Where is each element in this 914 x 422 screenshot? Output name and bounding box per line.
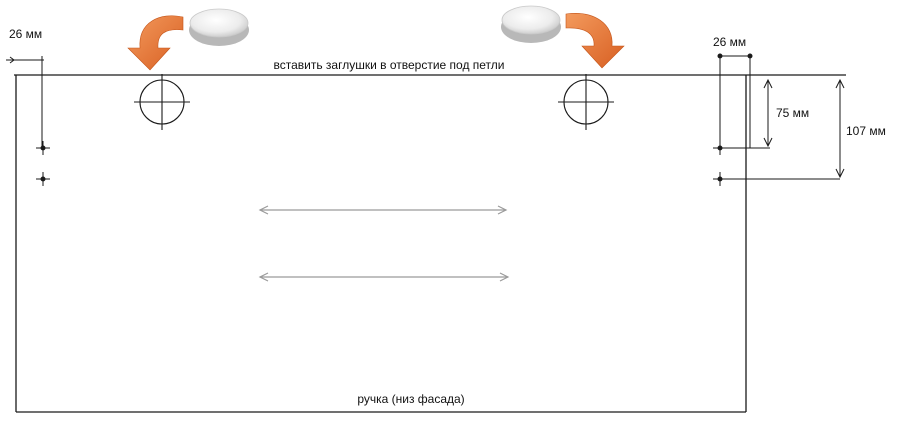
facade-outline [14, 74, 846, 413]
dimension-107mm-arrow-bottom [835, 168, 845, 179]
guide-arrow-upper [258, 205, 508, 215]
dimension-107mm [835, 78, 845, 179]
right-offset-dimension [717, 53, 770, 149]
cap-left-top [189, 8, 249, 38]
right-drill-marks [713, 141, 840, 186]
left-drill-mark-upper [36, 141, 50, 155]
hinge-hole-left [134, 74, 190, 130]
cap-left [189, 8, 249, 46]
dimension-75mm-arrow-bottom [763, 137, 773, 148]
dimension-107mm-arrow-top [835, 78, 845, 89]
center-guide-arrows [258, 205, 510, 282]
right-drill-mark-upper [713, 141, 727, 155]
curved-arrow-right [565, 13, 625, 69]
dimension-75mm-label: 75 мм [776, 106, 810, 120]
dimension-75mm-arrow-top [763, 78, 773, 89]
left-offset-label: 26 мм [9, 27, 43, 41]
guide-arrow-lower [258, 272, 510, 282]
right-offset-label: 26 мм [713, 35, 747, 49]
left-offset-dimension [6, 56, 44, 148]
dimension-75mm [763, 78, 773, 148]
left-drill-marks [36, 141, 50, 186]
instruction-label: вставить заглушки в отверстие под петли [273, 58, 505, 72]
left-drill-mark-lower [36, 172, 50, 186]
cap-right [501, 5, 561, 43]
cap-right-top [501, 5, 561, 35]
curved-arrow-left [127, 15, 184, 71]
hinge-hole-right [558, 74, 614, 130]
handle-label: ручка (низ фасада) [357, 392, 465, 406]
left-offset-arrowhead [9, 56, 15, 64]
dimension-107mm-label: 107 мм [846, 124, 886, 138]
